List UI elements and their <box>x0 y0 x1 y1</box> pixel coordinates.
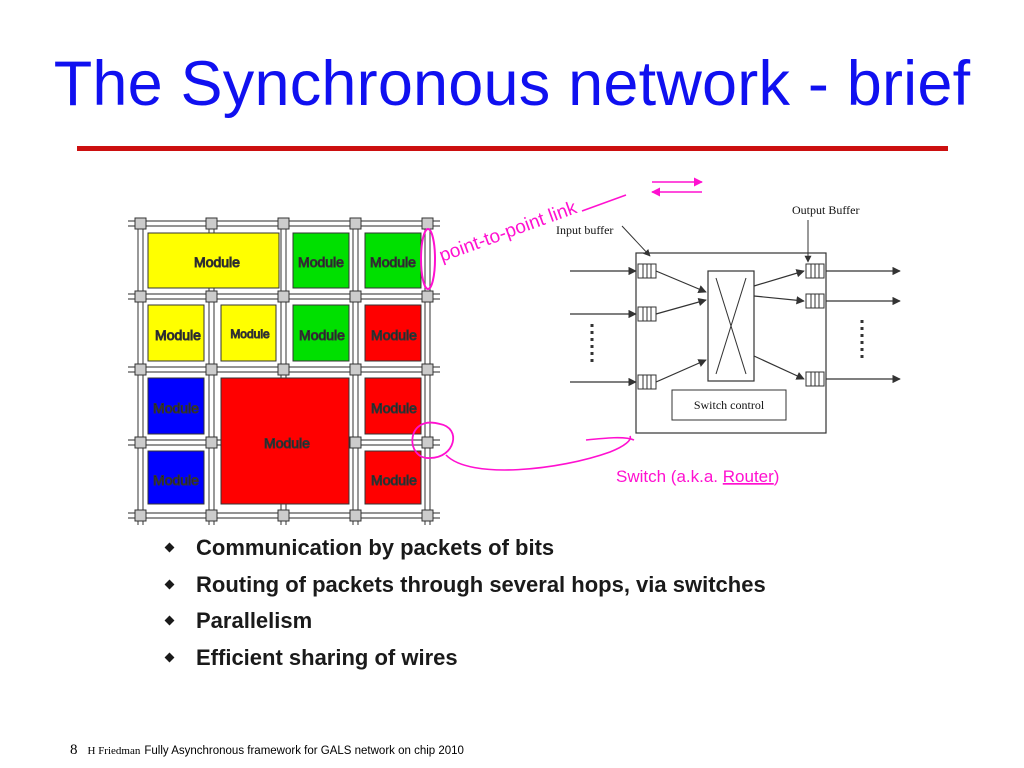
input-buffer-pointer <box>621 225 651 257</box>
switch-router-label: Switch (a.k.a. Router) <box>616 467 779 486</box>
ellipsis-icon <box>590 320 864 366</box>
link-highlight-ellipse <box>420 228 436 290</box>
bullet-diamond-icon <box>164 615 175 626</box>
bullet-item: Communication by packets of bits <box>162 532 766 569</box>
mesh-grid: Module Module Module Module Module Modul… <box>128 217 440 525</box>
module-block-large-yellow: Module <box>147 232 280 289</box>
switch-callout: Switch (a.k.a. Router) <box>411 421 779 486</box>
page-number: 8 <box>70 742 78 758</box>
link-label-underline <box>581 194 627 212</box>
module-label: Module <box>264 435 310 451</box>
module-block-large-red: Module <box>220 377 350 505</box>
bullet-item: Efficient sharing of wires <box>162 642 766 679</box>
module-block-red-2: Module <box>364 377 422 435</box>
module-label: Module <box>155 327 201 343</box>
bullet-item: Parallelism <box>162 605 766 642</box>
output-buffer-label: Output Buffer <box>792 203 859 217</box>
modules: Module Module Module Module Module Modul… <box>147 232 422 505</box>
footer-author: H Friedman <box>87 745 141 757</box>
module-label: Module <box>371 400 417 416</box>
switch-highlight-loop <box>411 421 455 459</box>
callout-curve-tail <box>585 436 635 441</box>
module-block-green-1: Module <box>292 232 350 289</box>
footer-description: Fully Asynchronous framework for GALS ne… <box>144 745 464 757</box>
switch-internal-diagram: Input buffer Output Buffer Switch contro… <box>556 203 901 434</box>
module-block-green-2: Module <box>364 232 422 289</box>
slide-title: The Synchronous network - brief <box>53 49 971 119</box>
output-buffers <box>805 263 825 387</box>
module-block-blue-2: Module <box>147 450 205 505</box>
module-label: Module <box>371 472 417 488</box>
switch-nodes <box>134 217 434 522</box>
title-underline <box>77 146 948 151</box>
bullet-diamond-icon <box>164 542 175 553</box>
module-label: Module <box>153 400 199 416</box>
module-block-yellow-1: Module <box>147 304 205 362</box>
module-label: Module <box>230 327 270 341</box>
switch-control-box <box>671 389 787 421</box>
bullet-item: Routing of packets through several hops,… <box>162 569 766 606</box>
module-label: Module <box>370 254 416 270</box>
module-block-green-3: Module <box>292 304 350 362</box>
bullet-diamond-icon <box>164 652 175 662</box>
flow-arrows <box>570 266 901 387</box>
module-block-yellow-2: Module <box>220 304 277 362</box>
module-block-red-1: Module <box>364 304 422 362</box>
module-label: Module <box>299 327 345 343</box>
module-label: Module <box>298 254 344 270</box>
input-buffer-label: Input buffer <box>556 223 613 237</box>
bullet-list: Communication by packets of bits Routing… <box>162 532 766 678</box>
input-buffers <box>637 263 657 390</box>
module-label: Module <box>194 254 240 270</box>
module-block-blue-1: Module <box>147 377 205 435</box>
bullet-diamond-icon <box>164 579 175 589</box>
callout-curve <box>445 435 632 471</box>
switch-control-label: Switch control <box>694 398 765 412</box>
module-label: Module <box>371 327 417 343</box>
module-label: Module <box>153 472 199 488</box>
module-block-red-3: Module <box>364 450 422 505</box>
